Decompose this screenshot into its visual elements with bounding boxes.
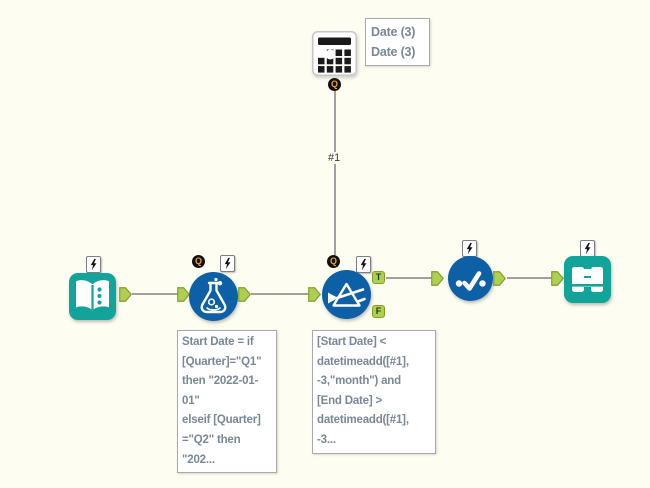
annotation-line: 01" <box>182 394 200 407</box>
q-anchor-formula[interactable]: Q <box>192 255 205 268</box>
connection-label: #1 <box>326 152 343 164</box>
connection-filter-to-select[interactable] <box>386 277 432 279</box>
checkmark-icon <box>455 271 486 291</box>
input-anchor-formula[interactable] <box>177 287 190 302</box>
tool-formula[interactable] <box>189 272 238 321</box>
q-anchor-date[interactable]: Q <box>328 78 341 91</box>
lightning-anchor-browse[interactable] <box>580 240 595 257</box>
q-anchor-label: Q <box>194 256 202 266</box>
tool-browse[interactable] <box>564 256 611 303</box>
false-anchor-filter[interactable]: F <box>372 305 385 318</box>
annotation-date-box[interactable]: Date (3) Date (3) <box>365 18 430 66</box>
output-anchor-select[interactable] <box>493 271 506 286</box>
lightning-anchor-select[interactable] <box>462 240 477 257</box>
annotation-line: "202... <box>182 453 215 466</box>
input-anchor-select[interactable] <box>431 271 444 286</box>
connection-formula-to-filter[interactable] <box>251 293 309 295</box>
annotation-line: elseif [Quarter] <box>182 414 261 427</box>
lightning-anchor-input[interactable] <box>86 256 101 273</box>
output-anchor-formula[interactable] <box>238 287 251 302</box>
lightning-icon <box>360 258 367 271</box>
true-anchor-label: T <box>375 272 382 282</box>
lightning-icon <box>90 258 97 271</box>
lightning-icon <box>466 242 473 255</box>
annotation-line: ="Q2" then <box>182 433 241 446</box>
annotation-line: Date (3) <box>371 45 416 59</box>
q-anchor-label: Q <box>330 79 338 89</box>
annotation-filter-box[interactable]: [Start Date] < datetimeadd([#1], -3,"mon… <box>312 330 436 454</box>
annotation-line: then "2022-01- <box>182 375 259 388</box>
annotation-line: [End Date] > <box>317 394 383 407</box>
annotation-line: datetimeadd([#1], <box>317 414 409 427</box>
annotation-line: Date (3) <box>371 25 416 39</box>
flask-icon <box>200 277 227 314</box>
connection-select-to-browse[interactable] <box>507 277 552 279</box>
connection-input-to-formula[interactable] <box>132 293 178 295</box>
connection-date-to-filter[interactable] <box>334 91 336 255</box>
binoculars-icon <box>570 267 605 292</box>
annotation-line: [Start Date] < <box>317 336 387 348</box>
annotation-formula-box[interactable]: Start Date = if [Quarter]="Q1" then "202… <box>177 330 277 474</box>
filter-icon <box>328 282 366 307</box>
true-anchor-filter[interactable]: T <box>372 271 385 284</box>
q-anchor-filter[interactable]: Q <box>327 255 340 268</box>
tool-filter[interactable] <box>322 270 371 319</box>
tool-input-data[interactable] <box>69 273 116 320</box>
tool-select[interactable] <box>448 256 493 301</box>
annotation-line: [Quarter]="Q1" <box>182 355 262 368</box>
input-anchor-browse[interactable] <box>551 271 564 286</box>
lightning-anchor-filter[interactable] <box>356 256 371 273</box>
open-book-icon <box>76 280 109 311</box>
lightning-icon <box>224 257 231 270</box>
lightning-icon <box>584 242 591 255</box>
annotation-line: -3... <box>317 433 336 446</box>
annotation-line: -3,"month") and <box>317 375 401 388</box>
q-anchor-label: Q <box>329 256 337 266</box>
annotation-line: datetimeadd([#1], <box>317 355 409 368</box>
input-anchor-filter[interactable] <box>308 287 321 302</box>
lightning-anchor-formula[interactable] <box>220 255 235 272</box>
calendar-icon <box>312 31 357 76</box>
false-anchor-label: F <box>375 306 382 316</box>
annotation-line: Start Date = if <box>182 336 254 348</box>
tool-date[interactable] <box>312 31 357 76</box>
output-anchor-input[interactable] <box>119 287 132 302</box>
